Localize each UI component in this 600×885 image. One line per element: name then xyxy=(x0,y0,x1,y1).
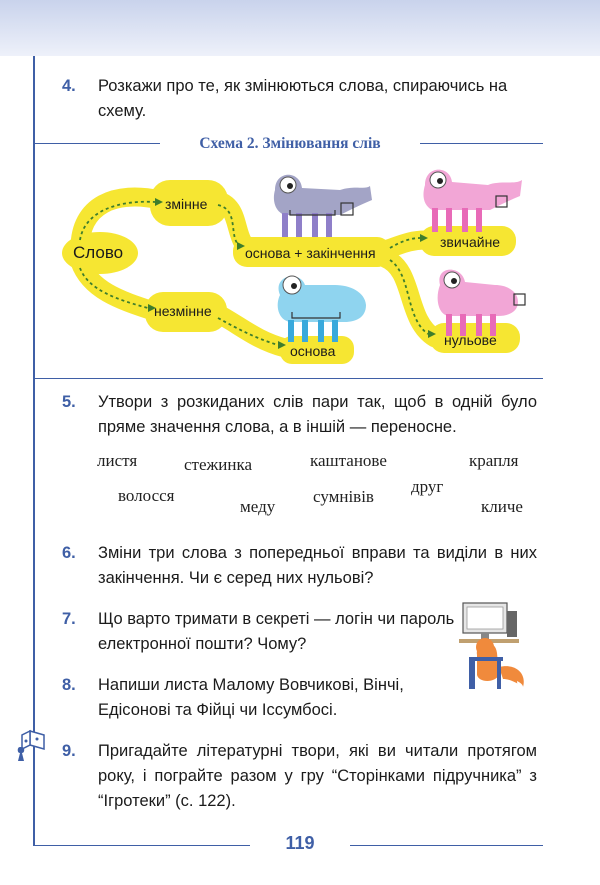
pink-creature-icon xyxy=(423,169,522,232)
label-zero: нульове xyxy=(444,332,497,348)
label-word: Слово xyxy=(73,243,124,262)
task-4: 4. Розкажи про те, як змінюються слова, … xyxy=(62,74,537,126)
task-number: 4. xyxy=(62,77,76,95)
task-8: 8. Напиши листа Малому Вовчикові, Вінчі,… xyxy=(62,673,457,725)
task-text: Розкажи про те, як змінюються слова, спи… xyxy=(98,77,508,120)
task-number: 5. xyxy=(62,393,76,411)
label-stem: основа xyxy=(290,343,336,359)
task-text: Зміни три слова з попередньої вправи та … xyxy=(98,544,537,587)
task-5: 5. Утвори з розкиданих слів пари так, що… xyxy=(62,390,537,442)
task-number: 6. xyxy=(62,544,76,562)
page-number: 119 xyxy=(250,833,350,854)
task-7: 7. Що варто тримати в секреті — логін чи… xyxy=(62,607,457,659)
scattered-word: листя xyxy=(97,451,138,470)
task-text: Утвори з розкиданих слів пари так, щоб в… xyxy=(98,393,537,436)
label-changeable: змінне xyxy=(165,196,208,212)
scattered-word: меду xyxy=(240,497,276,516)
scattered-word: сумнівів xyxy=(313,487,374,506)
blue-creature-icon xyxy=(277,275,366,342)
task-text: Пригадайте літературні твори, які ви чит… xyxy=(98,742,537,810)
task-number: 8. xyxy=(62,676,76,694)
scattered-word: стежинка xyxy=(184,455,253,474)
label-ordinary: звичайне xyxy=(440,234,501,250)
task-number: 9. xyxy=(62,742,76,760)
scattered-word: каштанове xyxy=(310,451,387,470)
scheme-title: Схема 2. Змінювання слів xyxy=(160,134,420,154)
scattered-word: волосся xyxy=(118,486,175,505)
scheme-bottom-rule xyxy=(33,378,543,379)
header-band xyxy=(0,0,600,56)
scattered-word: кличе xyxy=(481,497,523,516)
pink-creature-icon xyxy=(437,269,526,336)
margin-rule xyxy=(33,56,35,846)
task-number: 7. xyxy=(62,610,76,628)
label-stem-ending: основа + закінчення xyxy=(245,245,376,261)
scheme-diagram xyxy=(62,169,526,364)
task-text: Напиши листа Малому Вовчикові, Вінчі, Ед… xyxy=(98,676,404,719)
scattered-word: друг xyxy=(411,477,444,496)
fox-computer-illustration xyxy=(459,602,524,689)
label-unchangeable: незмінне xyxy=(154,303,212,319)
grey-creature-icon xyxy=(273,174,372,237)
task-text: Що варто тримати в секреті — логін чи па… xyxy=(98,610,455,653)
task-9: 9. Пригадайте літературні твори, які ви … xyxy=(62,739,537,817)
scattered-word: крапля xyxy=(469,451,519,470)
game-dice-icon xyxy=(17,729,45,761)
task-6: 6. Зміни три слова з попередньої вправи … xyxy=(62,541,537,593)
